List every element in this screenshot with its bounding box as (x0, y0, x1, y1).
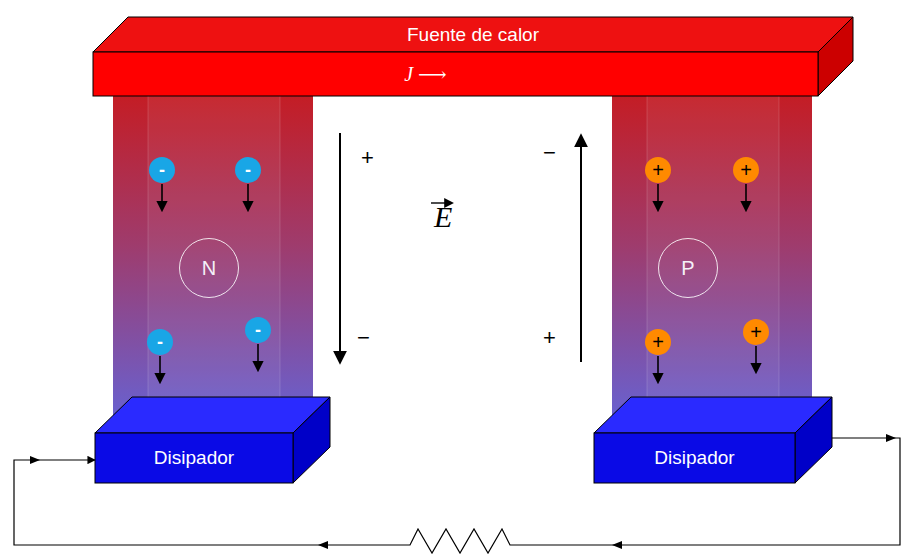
heat-sink-label: Disipador (654, 447, 734, 469)
polarity-sign: − (357, 325, 370, 351)
hole-charge: + (645, 157, 671, 183)
current-arrowheads (30, 434, 896, 549)
hole-sign: + (652, 332, 664, 352)
drift-arrows (160, 184, 756, 382)
polarity-sign: + (361, 145, 374, 171)
polarity-sign: − (543, 140, 556, 166)
hole-sign: + (750, 322, 762, 342)
electron-sign: - (245, 161, 251, 179)
polarity-sign: + (543, 325, 556, 351)
electron-sign: - (255, 321, 261, 339)
hole-charge: + (645, 329, 671, 355)
material-type-letter: N (202, 257, 216, 280)
material-type-letter: P (681, 257, 694, 280)
hole-sign: + (652, 160, 664, 180)
material-type-circle: P (658, 238, 718, 298)
field-arrows (340, 133, 581, 362)
material-type-circle: N (179, 238, 239, 298)
electron-charge: - (235, 157, 261, 183)
electric-field-symbol: E (434, 200, 452, 234)
hole-charge: + (733, 157, 759, 183)
heat-source-bar: Fuente de calorJ ⟶ (93, 17, 853, 96)
heat-sink-block: Disipador (95, 397, 330, 483)
electron-sign: - (157, 333, 163, 351)
electron-sign: - (159, 161, 165, 179)
hole-sign: + (740, 160, 752, 180)
heat-sink-block: Disipador (594, 397, 832, 483)
n-leg (113, 96, 313, 432)
heat-source-title: Fuente de calor (407, 17, 539, 52)
p-leg (612, 96, 812, 432)
heat-flux-label: J ⟶ (404, 52, 447, 96)
electron-charge: - (245, 317, 271, 343)
heat-sink-label: Disipador (154, 447, 234, 469)
electron-charge: - (149, 157, 175, 183)
hole-charge: + (743, 319, 769, 345)
electron-charge: - (147, 329, 173, 355)
